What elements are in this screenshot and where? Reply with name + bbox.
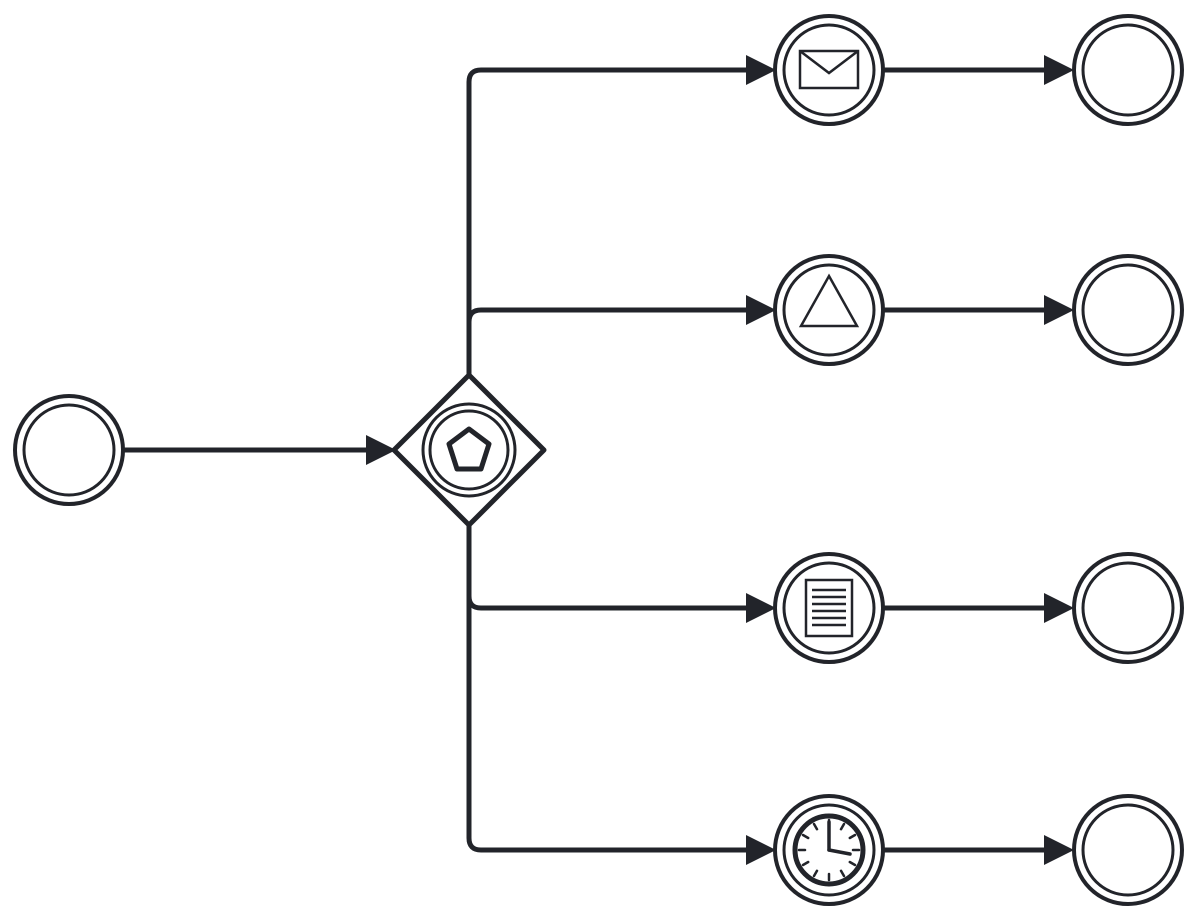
clock-tick [848,860,857,867]
clock-tick [839,822,846,831]
clock-tick [801,860,810,867]
flow-gateway-to-timer[interactable] [466,593,751,853]
event-based-gateway[interactable] [391,372,547,528]
document-lines-icon [804,578,854,638]
arrowhead [746,295,776,325]
arrowhead [1044,593,1074,623]
arrowhead [366,435,396,465]
start-event[interactable] [13,394,125,506]
clock-tick [812,869,819,878]
message-catch-event[interactable] [773,14,885,126]
flow-gateway-to-signal[interactable] [466,307,751,325]
end-event-3[interactable] [1072,552,1184,664]
clock-tick [812,822,819,831]
triangle-icon [798,273,860,328]
sequence-flows [121,67,1049,853]
signal-catch-event[interactable] [773,254,885,366]
arrowhead [746,55,776,85]
end-event-1[interactable] [1072,14,1184,126]
conditional-catch-event[interactable] [773,552,885,664]
clock-icon [792,813,866,887]
envelope-icon [798,49,860,90]
flow-gateway-to-conditional[interactable] [466,522,751,611]
arrowhead [1044,295,1074,325]
flow-gateway-to-message[interactable] [466,67,751,378]
end-event-2[interactable] [1072,254,1184,366]
arrowhead [1044,835,1074,865]
clock-tick [839,869,846,878]
arrowhead [1044,55,1074,85]
clock-tick [801,833,810,840]
arrowhead [746,593,776,623]
arrowheads [366,55,1074,865]
clock-tick [848,833,857,840]
arrowhead [746,835,776,865]
pentagon-icon [446,426,492,472]
timer-catch-event[interactable] [773,794,885,906]
end-event-4[interactable] [1072,794,1184,906]
